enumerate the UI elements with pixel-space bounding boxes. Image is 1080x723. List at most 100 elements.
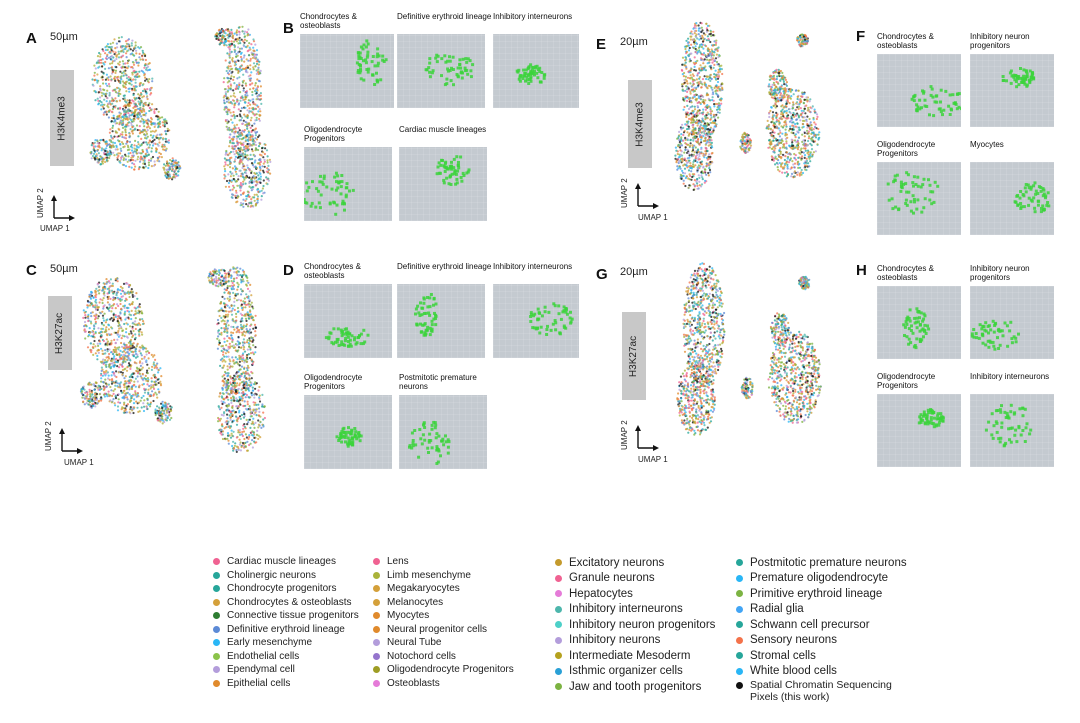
umap-point [245,39,248,42]
umap-point [229,345,232,348]
umap-point [138,386,141,389]
umap-point [136,114,139,117]
umap-point [127,152,130,155]
chromatin-pixel [422,301,426,305]
umap-point [136,372,140,375]
umap-point [119,152,122,155]
umap-point [106,371,109,374]
umap-point [257,79,260,82]
chromatin-pixel [339,343,343,347]
umap-point [104,378,107,381]
umap-point [104,160,107,164]
chromatin-pixel [322,176,326,180]
umap-point [227,120,230,123]
umap-point [251,186,254,189]
umap-point [249,315,252,318]
umap-point [242,205,245,208]
umap-point [152,134,155,137]
umap-point [268,158,271,161]
umap-point [147,367,151,370]
umap-point [129,406,132,409]
chromatin-pixel [381,58,385,62]
chromatin-pixel [358,51,362,55]
chromatin-pixel [442,181,446,185]
chromatin-pixel [451,68,455,71]
umap-point [90,315,93,318]
chromatin-pixel [421,323,425,327]
umap-point [150,353,153,356]
umap-point [224,40,228,43]
umap-point [105,338,108,341]
umap-point [140,143,143,146]
umap-point [247,54,251,57]
umap-point [251,386,254,389]
umap-point [246,138,249,141]
umap-point [232,89,235,92]
umap-point [108,281,111,284]
umap-point [227,351,230,354]
umap-point [99,312,102,315]
chromatin-pixel [343,327,347,331]
umap-point [243,412,246,416]
umap-point [246,116,249,119]
umap-point [167,407,170,410]
chromatin-pixel [330,341,334,345]
umap-point [120,49,124,52]
chromatin-pixel [348,332,352,336]
umap-point [256,60,259,63]
umap-point [242,344,245,347]
chromatin-pixel [523,74,527,78]
chromatin-pixel [366,70,370,74]
umap-point [240,397,243,400]
umap-point [156,378,159,381]
umap-point [163,420,166,424]
umap-point [258,142,261,146]
umap-point [87,383,90,386]
umap-point [248,42,251,45]
umap-point [147,403,150,406]
umap-point [132,354,135,358]
umap-point [117,386,120,389]
umap-point [232,449,235,452]
umap-point [231,42,234,45]
umap-point [118,346,121,349]
umap-point [96,306,100,309]
umap-point [240,365,244,368]
umap-point [125,90,128,93]
umap-point [158,141,161,144]
umap-point [228,342,231,345]
umap-point [267,164,270,167]
umap-point [115,42,118,45]
umap-point [257,423,260,426]
chromatin-pixel [449,165,453,169]
umap-point [142,108,146,111]
umap-point [254,143,258,147]
umap-point [264,147,267,150]
umap-point [251,157,254,161]
umap-point [223,382,226,385]
umap-point [118,382,121,385]
umap-point [228,45,232,48]
umap-point [239,201,243,205]
umap-point [108,94,111,97]
umap-point [243,38,246,41]
umap-point [98,340,101,343]
umap-point [163,125,166,128]
umap-point [89,331,92,334]
umap-point [218,38,222,41]
umap-point [147,123,150,126]
umap-point [127,38,130,41]
chromatin-pixel [307,185,311,189]
umap-point [247,388,250,391]
umap-point [157,137,160,140]
umap-point [138,82,141,85]
umap-point [142,382,145,386]
umap-point [249,309,252,312]
umap-point [131,394,134,397]
umap-point [115,66,118,69]
umap-point [247,421,250,424]
umap-point [128,332,131,335]
umap-point [116,338,119,341]
umap-point [121,155,124,158]
umap-point [105,326,108,329]
